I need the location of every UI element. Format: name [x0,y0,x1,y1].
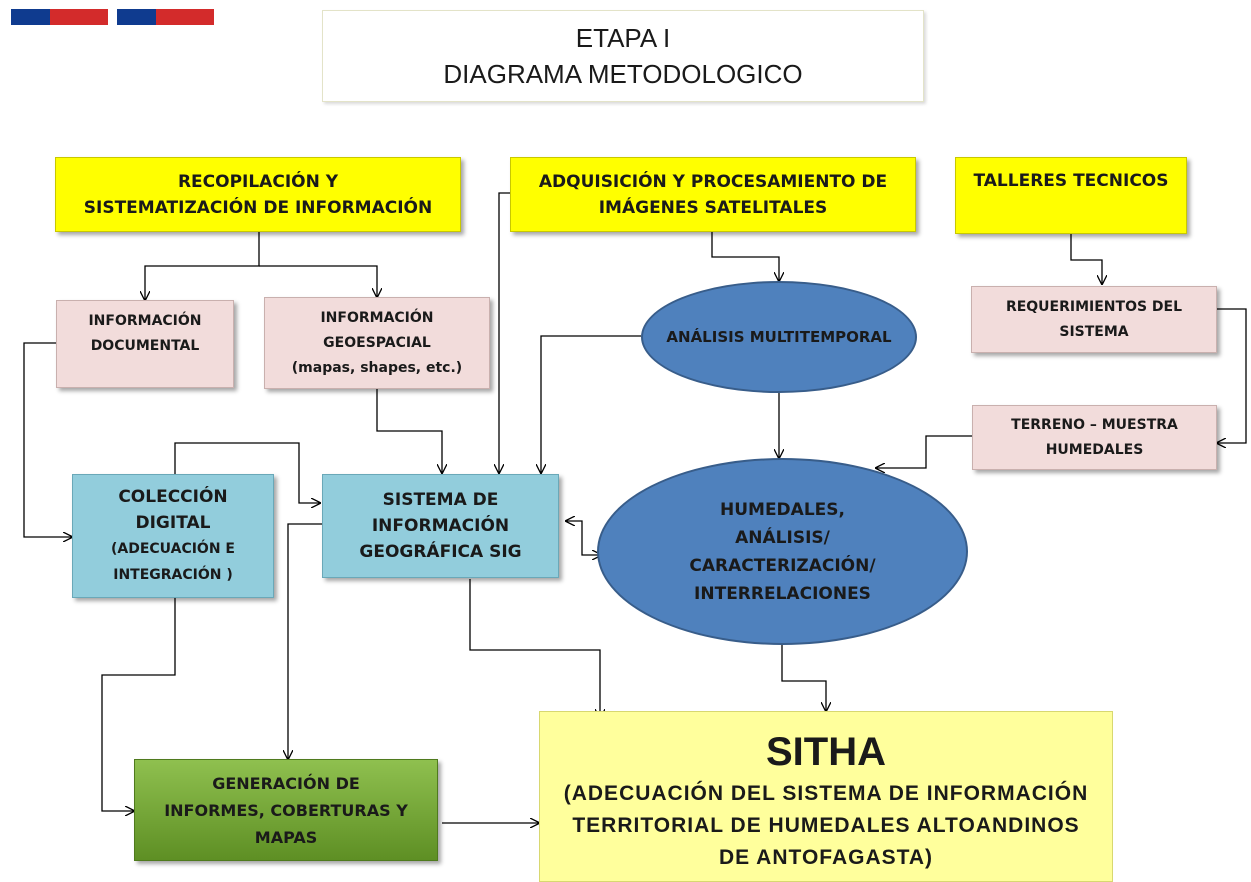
coleccion-line-4: INTEGRACIÓN ) [113,567,233,583]
info-documental-line-2: DOCUMENTAL [90,338,200,354]
requerimientos-box: REQUERIMIENTOS DEL SISTEMA [971,286,1217,353]
generacion-line-2: INFORMES, COBERTURAS Y [164,800,408,820]
sitha-line-2: TERRITORIAL DE HUMEDALES ALTOANDINOS [572,814,1080,837]
coleccion-line-2: DIGITAL [135,513,211,533]
info-geoespacial-box: INFORMACIÓN GEOESPACIAL (mapas, shapes, … [264,297,490,389]
requerimientos-line-1: REQUERIMIENTOS DEL [1005,298,1183,315]
gobierno-logo-1 [11,9,108,25]
terreno-box: TERRENO – MUESTRA HUMEDALES [972,405,1217,470]
talleres-label: TALLERES TECNICOS [973,171,1169,191]
terreno-line-2: HUMEDALES [1045,441,1144,458]
title-line-1: ETAPA I [575,23,671,53]
sig-line-2: INFORMACIÓN [371,516,510,536]
analisis-multitemporal-ellipse: ANÁLISIS MULTITEMPORAL [641,281,917,393]
title-box: ETAPA I DIAGRAMA METODOLOGICO [322,10,924,102]
coleccion-line-1: COLECCIÓN [118,487,228,507]
sig-line-1: SISTEMA DE [382,490,499,510]
gobierno-logo-2 [117,9,214,25]
sitha-line-1: (ADECUACIÓN DEL SISTEMA DE INFORMACIÓN [563,782,1089,805]
adquisicion-box: ADQUISICIÓN Y PROCESAMIENTO DE IMÁGENES … [510,157,916,232]
info-geoespacial-line-2: GEOESPACIAL [323,334,431,351]
generacion-box: GENERACIÓN DE INFORMES, COBERTURAS Y MAP… [134,759,438,861]
terreno-line-1: TERRENO – MUESTRA [1011,416,1178,433]
info-documental-box: INFORMACIÓN DOCUMENTAL [56,300,234,388]
humedales-ellipse: HUMEDALES, ANÁLISIS/ CARACTERIZACIÓN/ IN… [597,458,968,645]
info-geoespacial-line-1: INFORMACIÓN [320,309,434,326]
info-documental-line-1: INFORMACIÓN [88,313,202,329]
requerimientos-line-2: SISTEMA [1059,323,1129,340]
sig-box: SISTEMA DE INFORMACIÓN GEOGRÁFICA SIG [322,474,559,578]
recopilacion-line-2: SISTEMATIZACIÓN DE INFORMACIÓN [83,197,433,218]
coleccion-box: COLECCIÓN DIGITAL (ADECUACIÓN E INTEGRAC… [72,474,274,598]
humedales-line-1: HUMEDALES, [720,499,845,520]
generacion-line-3: MAPAS [254,827,318,847]
adquisicion-line-1: ADQUISICIÓN Y PROCESAMIENTO DE [538,171,888,192]
talleres-box: TALLERES TECNICOS [955,157,1187,234]
humedales-line-2: ANÁLISIS/ [735,527,830,548]
recopilacion-box: RECOPILACIÓN Y SISTEMATIZACIÓN DE INFORM… [55,157,461,232]
humedales-line-3: CARACTERIZACIÓN/ [689,555,876,576]
info-geoespacial-line-3: (mapas, shapes, etc.) [291,359,463,376]
humedales-line-4: INTERRELACIONES [694,583,871,604]
analisis-multitemporal-label: ANÁLISIS MULTITEMPORAL [666,328,892,346]
sitha-box: SITHA (ADECUACIÓN DEL SISTEMA DE INFORMA… [539,711,1113,882]
sig-line-3: GEOGRÁFICA SIG [359,542,522,562]
title-line-2: DIAGRAMA METODOLOGICO [443,59,803,89]
coleccion-line-3: (ADECUACIÓN E [110,541,235,557]
adquisicion-line-2: IMÁGENES SATELITALES [598,197,828,218]
recopilacion-line-1: RECOPILACIÓN Y [177,171,339,192]
sitha-title: SITHA [766,730,886,774]
sitha-line-3: DE ANTOFAGASTA) [718,846,934,869]
generacion-line-1: GENERACIÓN DE [212,773,360,793]
